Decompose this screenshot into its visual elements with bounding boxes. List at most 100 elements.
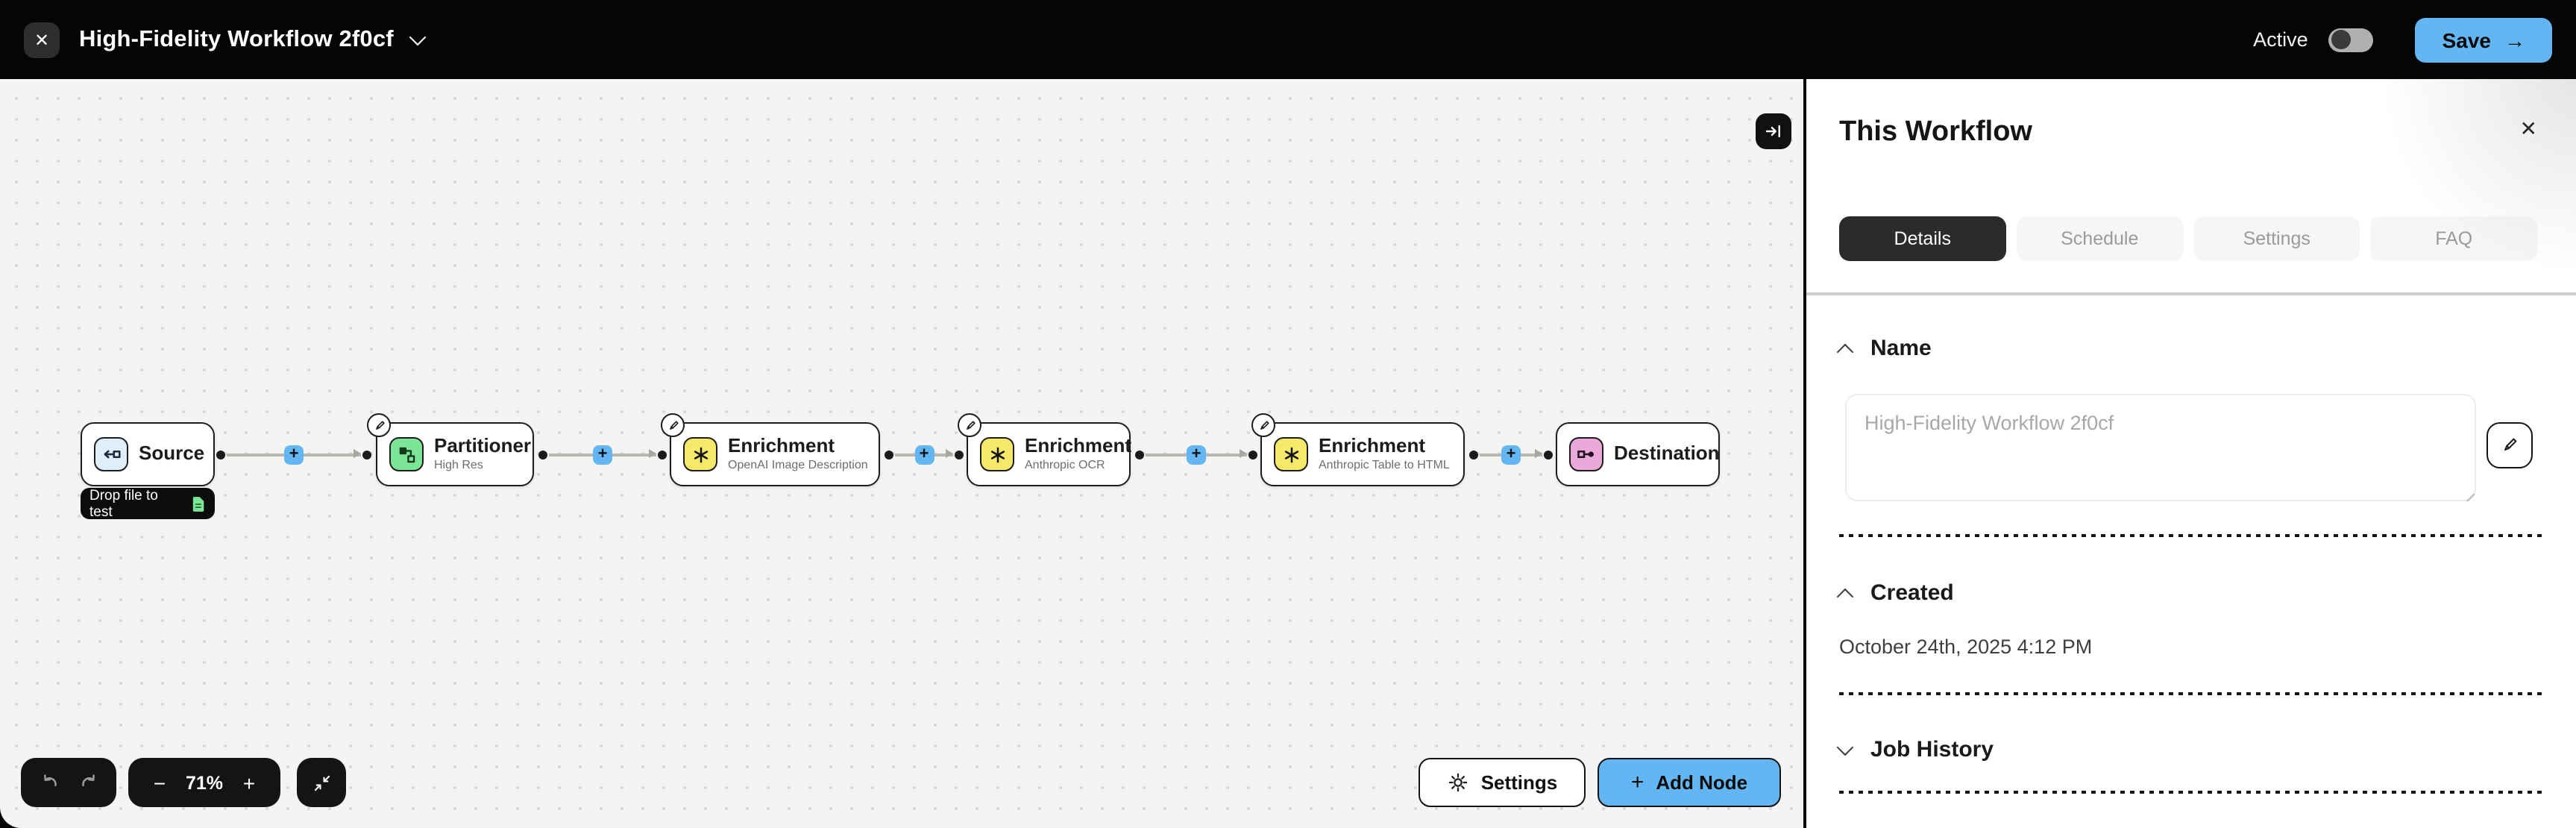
node-enrichment-1[interactable]: Enrichment OpenAI Image Description xyxy=(661,413,880,486)
edit-name-button[interactable] xyxy=(2487,422,2533,468)
created-section-label: Created xyxy=(1870,580,1954,606)
undo-button[interactable] xyxy=(30,758,69,807)
zoom-out-button[interactable]: − xyxy=(140,758,179,807)
edge-line: + xyxy=(227,445,361,465)
title-dropdown-chevron-icon[interactable] xyxy=(409,28,427,46)
edit-node-badge[interactable] xyxy=(1251,413,1275,437)
canvas-settings-button[interactable]: Settings xyxy=(1419,758,1586,807)
edge-end-dot xyxy=(1248,451,1257,460)
edit-node-badge[interactable] xyxy=(661,413,685,437)
chevron-up-icon xyxy=(1836,587,1854,605)
collapse-panel-button[interactable] xyxy=(1756,113,1791,149)
gear-icon xyxy=(1448,773,1467,792)
zoom-in-button[interactable]: + xyxy=(230,758,268,807)
edge-line: + xyxy=(1146,445,1247,465)
node-source[interactable]: Source xyxy=(81,422,215,486)
node-enrichment-2[interactable]: Enrichment Anthropic OCR xyxy=(958,413,1131,486)
node-destination[interactable]: Destination xyxy=(1556,422,1720,486)
tab-details[interactable]: Details xyxy=(1839,216,2006,261)
name-section-header[interactable]: Name xyxy=(1836,336,1932,361)
edge-enrichment2-enrichment3: + xyxy=(1135,445,1257,465)
pencil-icon xyxy=(1260,420,1269,429)
section-divider xyxy=(1839,692,2546,695)
node-title: Destination xyxy=(1614,442,1720,465)
node-enrichment-3[interactable]: Enrichment Anthropic Table to HTML xyxy=(1251,413,1465,486)
edge-end-dot xyxy=(1544,451,1553,460)
enrichment-icon xyxy=(1274,437,1308,471)
node-title: Source xyxy=(139,442,205,465)
add-node-between-button[interactable]: + xyxy=(1501,445,1521,465)
add-node-button[interactable]: + Add Node xyxy=(1598,758,1781,807)
settings-label: Settings xyxy=(1480,771,1558,794)
edit-node-badge[interactable] xyxy=(958,413,981,437)
edge-start-dot xyxy=(1469,451,1478,460)
edit-node-badge[interactable] xyxy=(367,413,391,437)
tabs-divider xyxy=(1806,292,2576,295)
partitioner-icon xyxy=(389,437,424,471)
edge-end-dot xyxy=(362,451,371,460)
zoom-controls: − 71% + xyxy=(128,758,280,807)
plus-icon: + xyxy=(1630,769,1644,794)
edge-partitioner-enrichment1: + xyxy=(538,445,667,465)
toggle-knob xyxy=(2331,30,2351,49)
active-toggle[interactable] xyxy=(2328,28,2374,51)
arrow-right-icon: → xyxy=(2504,28,2525,51)
fit-view-button[interactable] xyxy=(302,758,341,807)
add-node-between-button[interactable]: + xyxy=(284,445,304,465)
add-node-between-button[interactable]: + xyxy=(593,445,612,465)
job-history-section-header[interactable]: Job History xyxy=(1836,737,1994,762)
edge-enrichment1-enrichment2: + xyxy=(885,445,964,465)
created-timestamp: October 24th, 2025 4:12 PM xyxy=(1839,636,2093,658)
undo-icon xyxy=(43,774,56,787)
panel-tabs: Details Schedule Settings FAQ xyxy=(1839,216,2537,261)
workflow-name-input[interactable] xyxy=(1845,394,2476,501)
pencil-icon xyxy=(375,420,384,429)
chevron-down-icon xyxy=(1836,738,1854,756)
edge-enrichment3-destination: + xyxy=(1469,445,1553,465)
add-node-label: Add Node xyxy=(1656,771,1748,794)
created-section-header[interactable]: Created xyxy=(1836,580,1954,606)
workflow-close-button[interactable]: ✕ xyxy=(24,22,60,57)
tooltip-label: Drop file to test xyxy=(89,487,158,520)
fit-view-control xyxy=(297,758,346,807)
edge-line: + xyxy=(549,445,656,465)
add-node-between-button[interactable]: + xyxy=(914,445,934,465)
close-icon: ✕ xyxy=(2519,116,2537,140)
history-controls xyxy=(21,758,116,807)
workflow-canvas[interactable]: Source Drop file to test xyxy=(0,79,1806,828)
edge-end-dot xyxy=(658,451,667,460)
active-label: Active xyxy=(2253,28,2308,51)
close-icon: ✕ xyxy=(34,29,50,50)
destination-icon xyxy=(1569,437,1603,471)
node-subtitle: Anthropic Table to HTML xyxy=(1319,457,1450,471)
job-history-label: Job History xyxy=(1870,737,1994,762)
enrichment-icon xyxy=(980,437,1014,471)
node-partitioner[interactable]: Partitioner High Res xyxy=(367,413,534,486)
drop-file-tooltip[interactable]: Drop file to test xyxy=(81,487,215,520)
tab-schedule[interactable]: Schedule xyxy=(2016,216,2183,261)
add-node-between-button[interactable]: + xyxy=(1187,445,1206,465)
redo-button[interactable] xyxy=(69,758,107,807)
tab-settings[interactable]: Settings xyxy=(2193,216,2360,261)
collapse-right-icon xyxy=(1765,125,1780,138)
node-title: Partitioner xyxy=(434,434,532,457)
edge-start-dot xyxy=(885,451,893,460)
edge-end-dot xyxy=(955,451,964,460)
edge-line: + xyxy=(895,445,953,465)
redo-icon xyxy=(81,774,94,787)
panel-title: This Workflow xyxy=(1839,116,2032,148)
node-title: Enrichment xyxy=(728,434,835,457)
edge-start-dot xyxy=(538,451,547,460)
workflow-title: High-Fidelity Workflow 2f0cf xyxy=(79,26,394,51)
panel-close-button[interactable]: ✕ xyxy=(2520,118,2537,139)
section-divider xyxy=(1839,534,2546,537)
save-label: Save xyxy=(2442,28,2491,51)
zoom-level: 71% xyxy=(185,772,224,793)
pencil-icon xyxy=(2504,438,2517,451)
save-button[interactable]: Save → xyxy=(2415,17,2552,62)
node-subtitle: OpenAI Image Description xyxy=(728,457,868,471)
tab-faq[interactable]: FAQ xyxy=(2370,216,2537,261)
node-subtitle: High Res xyxy=(434,457,483,471)
enrichment-icon xyxy=(683,437,717,471)
